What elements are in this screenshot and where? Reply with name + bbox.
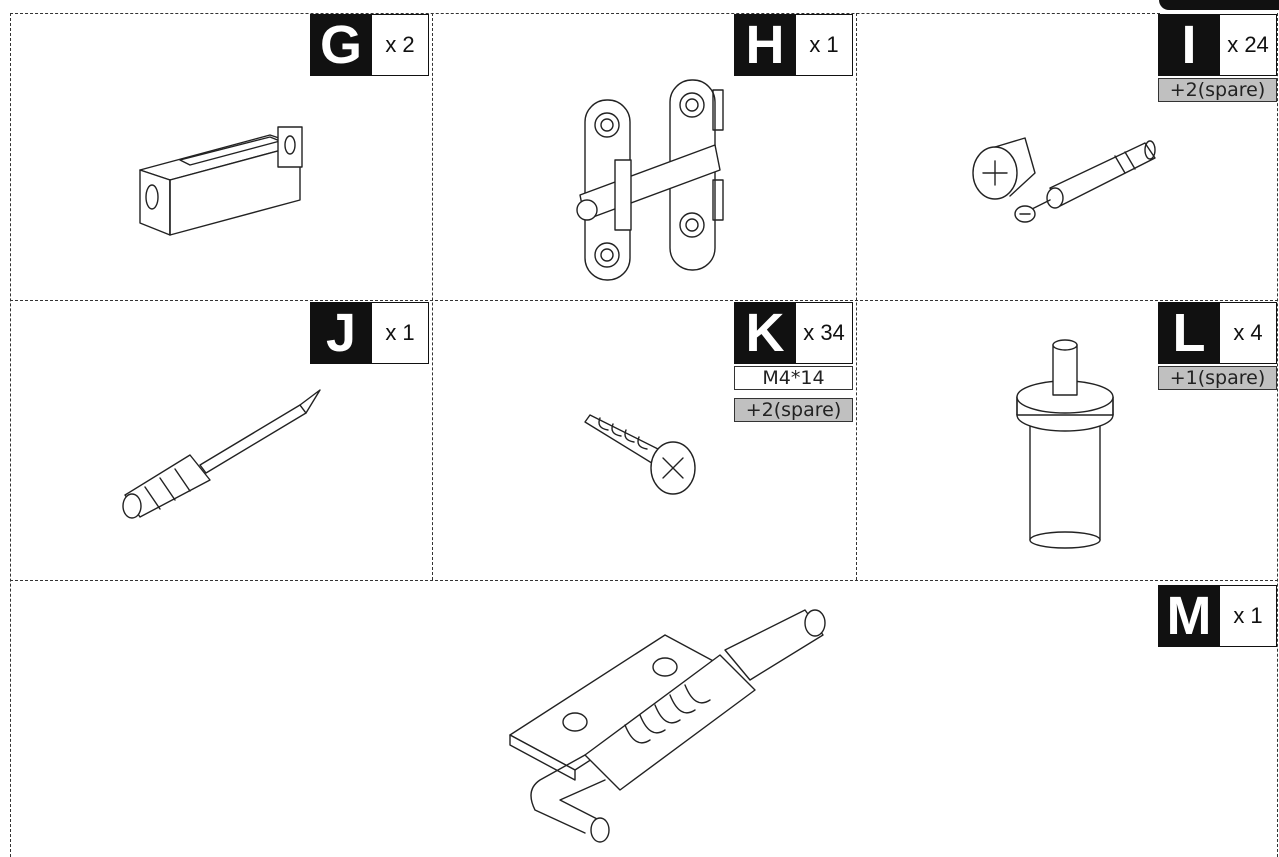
part-tag-i: I x 24 [1158,14,1277,76]
spare-note: +1(spare) [1158,366,1277,390]
barrel-latch-icon [576,79,724,281]
grid-line-row2 [10,580,1278,581]
part-tag-j: J x 1 [310,302,429,364]
part-tag-k: K x 34 [734,302,853,364]
wood-screw-icon [584,414,696,495]
size-note: M4*14 [734,366,853,390]
part-tag-l: L x 4 [1158,302,1277,364]
part-letter: G [310,14,372,76]
spare-note: +2(spare) [734,398,853,422]
part-quantity: x 4 [1220,302,1277,364]
part-quantity: x 2 [372,14,429,76]
grid-line-col2 [856,13,857,580]
screwdriver-icon [122,389,321,519]
part-letter: I [1158,14,1220,76]
part-letter: J [310,302,372,364]
shelf-support-pin-icon [1016,339,1114,549]
part-tag-h: H x 1 [734,14,853,76]
part-letter: M [1158,585,1220,647]
grid-line-row1 [10,300,1278,301]
part-letter: K [734,302,796,364]
grid-line-right [1277,13,1278,857]
part-letter: H [734,14,796,76]
spare-note: +2(spare) [1158,78,1277,102]
part-quantity: x 34 [796,302,853,364]
part-quantity: x 24 [1220,14,1277,76]
grid-line-top [10,13,1160,14]
part-quantity: x 1 [796,14,853,76]
part-tag-g: G x 2 [310,14,429,76]
grid-line-col1 [432,13,433,580]
part-letter: L [1158,302,1220,364]
grid-line-left [10,13,11,857]
magnetic-catch-icon [139,126,303,236]
part-quantity: x 1 [372,302,429,364]
corner-tab [1159,0,1279,10]
part-quantity: x 1 [1220,585,1277,647]
part-tag-m: M x 1 [1158,585,1277,647]
cam-lock-and-dowel-icon [972,137,1156,223]
spring-latch-bolt-icon [509,609,826,843]
